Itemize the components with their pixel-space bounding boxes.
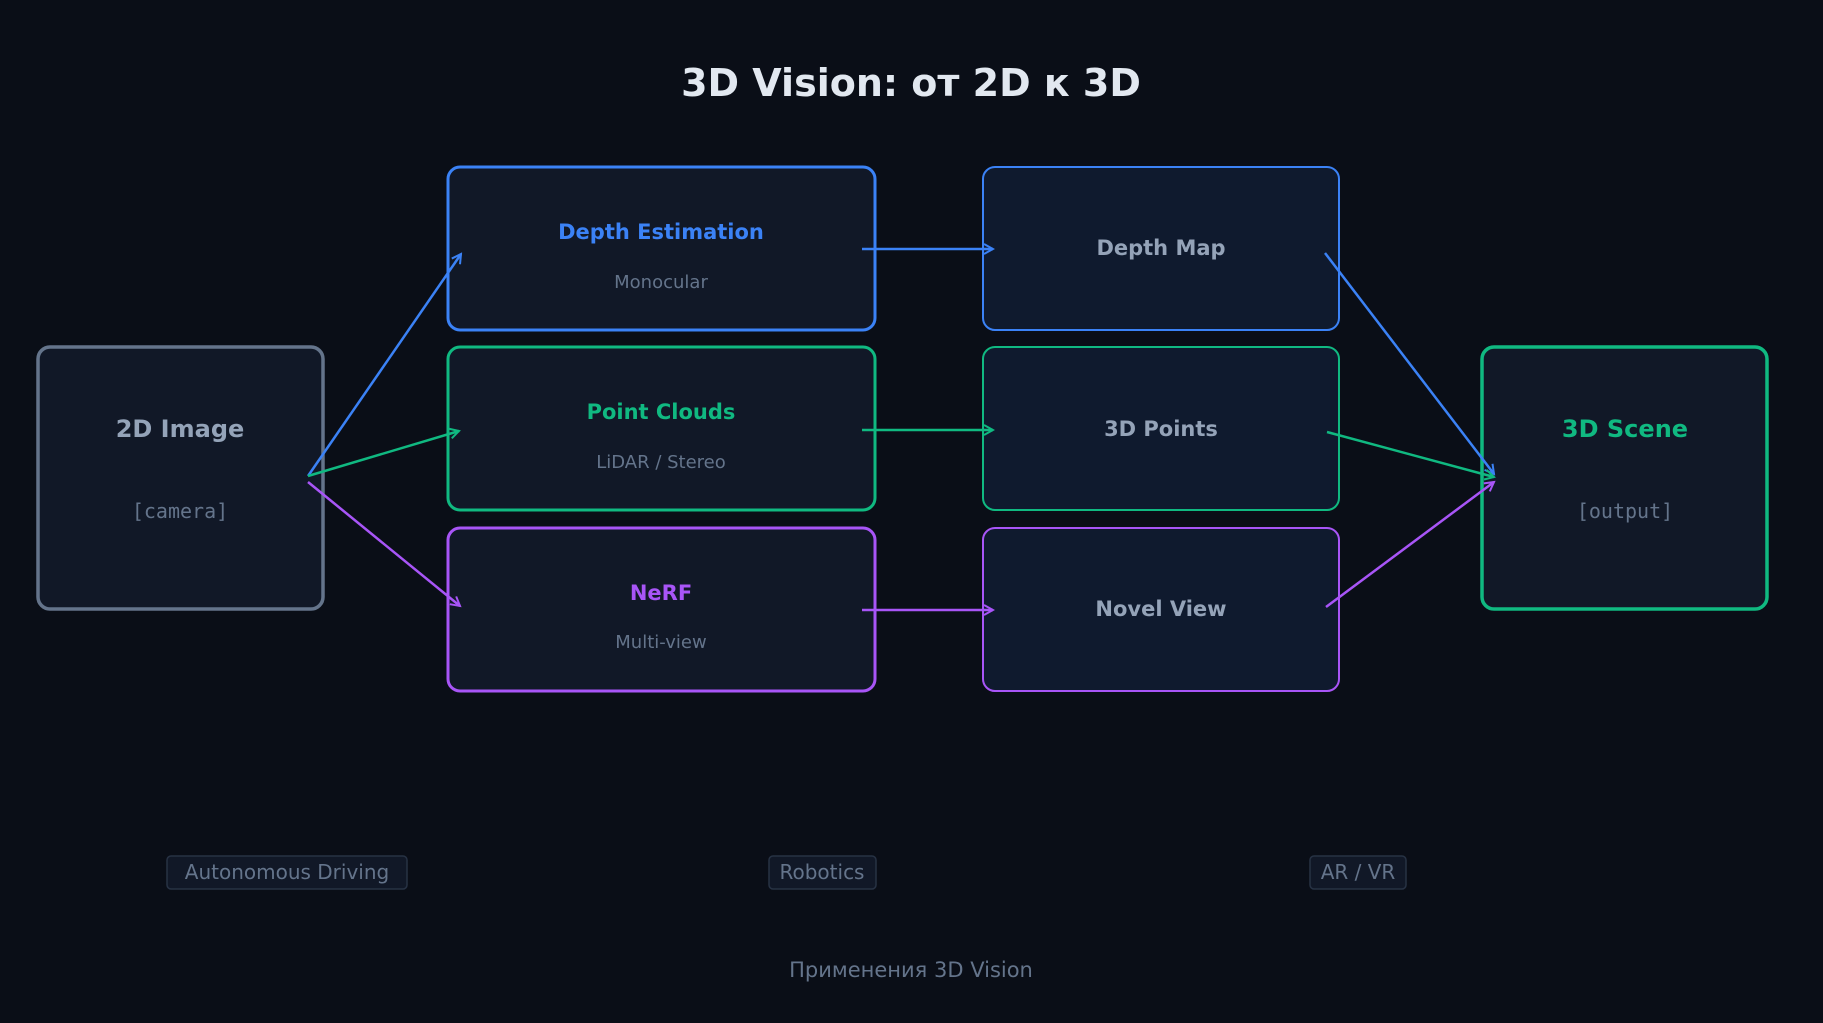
output-depth-map: Depth Map	[982, 166, 1340, 331]
input-tag: [camera]	[132, 499, 228, 523]
page-title: 3D Vision: от 2D к 3D	[681, 61, 1141, 105]
method-subtitle: LiDAR / Stereo	[596, 452, 726, 473]
result-box	[1480, 345, 1769, 611]
footer-caption: Применения 3D Vision	[789, 958, 1033, 982]
output-box	[982, 346, 1340, 511]
method-box	[446, 526, 877, 693]
tag-label: Autonomous Driving	[185, 860, 389, 884]
method-depth-estimation: Depth Estimation Monocular	[446, 165, 877, 332]
arrow-input-to-depth	[306, 254, 461, 477]
result-title: 3D Scene	[1562, 415, 1688, 443]
method-title: NeRF	[630, 581, 692, 605]
input-node: 2D Image [camera]	[36, 345, 325, 611]
method-point-clouds: Point Clouds LiDAR / Stereo	[446, 345, 877, 512]
arrow-input-to-nerf	[307, 481, 460, 606]
tag-label: Robotics	[780, 860, 865, 884]
output-title: Depth Map	[1096, 236, 1225, 260]
application-tag-robotics: Robotics	[768, 855, 877, 890]
method-box	[446, 345, 877, 512]
result-node: 3D Scene [output]	[1480, 345, 1769, 611]
input-box	[36, 345, 325, 611]
arrow-3dpoints-to-scene	[1326, 430, 1494, 477]
input-title: 2D Image	[116, 415, 245, 443]
tag-box	[166, 855, 408, 890]
application-tag-ar-vr: AR / VR	[1309, 855, 1407, 890]
arrow-novelview-to-scene	[1325, 482, 1494, 609]
output-3d-points: 3D Points	[982, 346, 1340, 511]
arrow-depthmap-to-scene	[1324, 252, 1494, 474]
output-title: Novel View	[1095, 597, 1226, 621]
method-subtitle: Monocular	[614, 272, 708, 293]
tag-label: AR / VR	[1321, 860, 1396, 884]
tag-box	[1309, 855, 1407, 890]
result-tag: [output]	[1577, 499, 1673, 523]
arrow-input-to-pointclouds	[307, 431, 459, 478]
output-novel-view: Novel View	[982, 527, 1340, 692]
method-title: Depth Estimation	[558, 220, 764, 244]
method-title: Point Clouds	[587, 400, 736, 424]
method-nerf: NeRF Multi-view	[446, 526, 877, 693]
method-box	[446, 165, 877, 332]
application-tag-autonomous-driving: Autonomous Driving	[166, 855, 408, 890]
method-subtitle: Multi-view	[615, 632, 706, 653]
tag-box	[768, 855, 877, 890]
output-title: 3D Points	[1104, 417, 1218, 441]
